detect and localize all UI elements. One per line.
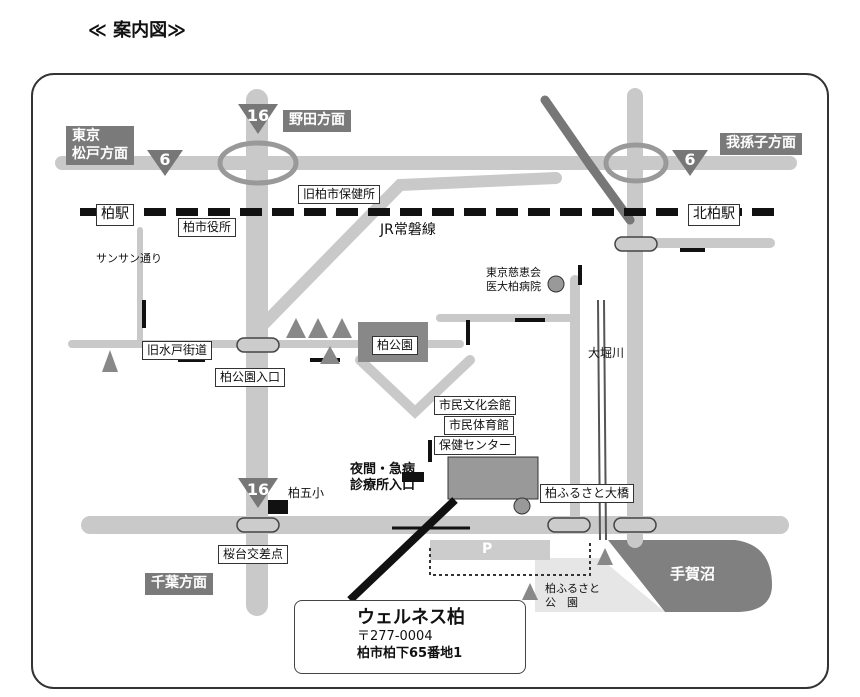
night-clinic-label: 夜間・急病 診療所入口 (350, 462, 416, 494)
signal-north (614, 236, 658, 252)
jikei-label: 東京慈恵会 医大柏病院 (486, 266, 541, 293)
teganuma-label: 手賀沼 (670, 565, 716, 583)
wellness-building (447, 456, 539, 500)
old-mito-label: 旧水戸街道 (142, 341, 213, 360)
route16-label-north: 16 (246, 106, 270, 125)
postal-code: 〒277-0004 (357, 629, 433, 644)
school-label: 柏五小 (288, 486, 325, 500)
dark-road-b (585, 160, 635, 225)
street-address: 柏市柏下65番地1 (357, 646, 463, 661)
kashiwa-station: 柏駅 (96, 204, 134, 226)
parking-area (430, 540, 550, 560)
dark-road-a (540, 95, 595, 170)
access-line (347, 497, 458, 603)
route6-shield-east (672, 150, 708, 176)
jr-line-label: JR常磐線 (380, 222, 436, 238)
old-health-label: 旧柏市保健所 (298, 185, 381, 204)
gym-label: 市民体育館 (444, 416, 515, 435)
route6-shield-west (147, 150, 183, 176)
address-box: ウェルネス柏 〒277-0004 柏市柏下65番地1 (294, 600, 526, 674)
chiba-label: 千葉方面 (145, 573, 213, 595)
kitakashiwa-station: 北柏駅 (688, 204, 740, 226)
walk-route (429, 540, 591, 576)
parking-label: P (482, 541, 493, 557)
park-label: 柏公園 (372, 336, 419, 355)
sakuradai-label: 桜台交差点 (218, 545, 289, 564)
route16-shield-south (238, 478, 278, 508)
signal-park (236, 337, 280, 353)
park-area (535, 558, 665, 612)
city-office-label: 柏市役所 (178, 218, 237, 237)
furusato-park-label: 柏ふるさと 公 園 (545, 582, 600, 609)
signal-sakuradai (236, 517, 280, 533)
signal-bridge (547, 517, 591, 533)
sunsun-label: サンサン通り (96, 252, 162, 265)
bridge-label: 柏ふるさと大橋 (540, 484, 635, 503)
facility-name: ウェルネス柏 (357, 607, 465, 628)
park-entrance-label: 柏公園入口 (215, 368, 286, 387)
signal-east (613, 517, 657, 533)
v-road (355, 355, 475, 419)
tokyo-label: 東京 松戸方面 (66, 126, 134, 165)
page-title: ≪ 案内図≫ (88, 20, 186, 41)
noda-label: 野田方面 (283, 110, 351, 132)
route6-label-east: 6 (684, 150, 696, 169)
diagonal-road (252, 172, 562, 336)
school-block (268, 500, 288, 514)
route6-label-west: 6 (159, 150, 171, 169)
health-center-label: 保健センター (434, 436, 517, 455)
culture-hall-label: 市民文化会館 (434, 396, 517, 415)
river-label: 大堀川 (588, 346, 625, 360)
route16-label-south: 16 (246, 480, 270, 499)
abiko-label: 我孫子方面 (720, 133, 802, 155)
route16-shield-north (238, 104, 278, 134)
teganuma-water (608, 540, 772, 612)
